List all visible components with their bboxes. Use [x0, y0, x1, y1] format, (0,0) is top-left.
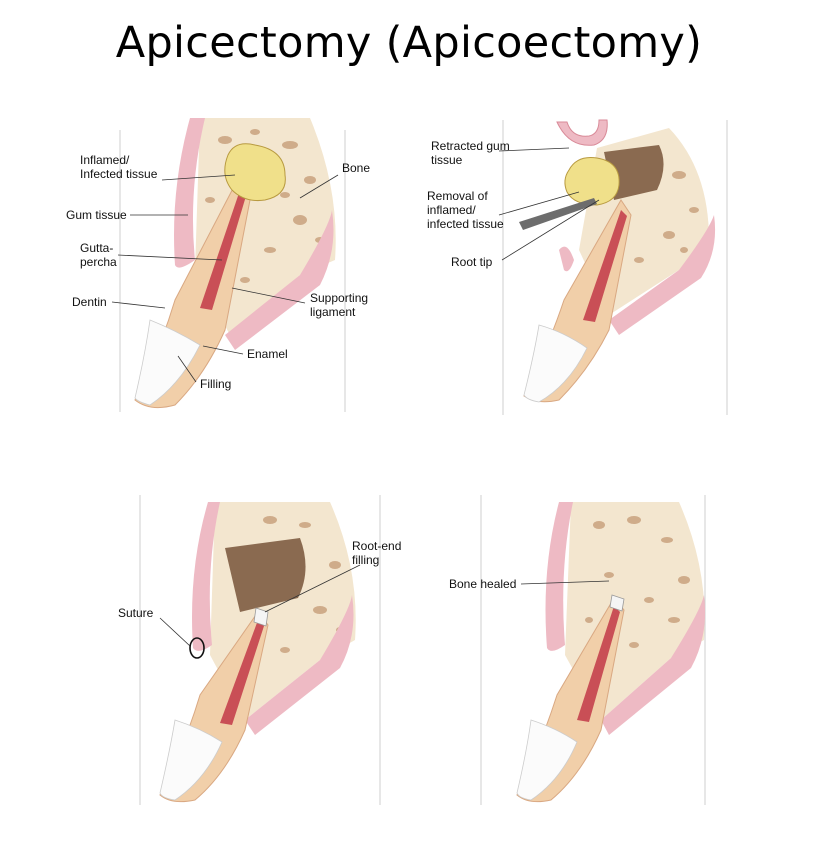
- gutta-percha: [577, 606, 620, 722]
- label-root-tip: Root tip: [451, 255, 493, 269]
- bone-cavity: [225, 538, 306, 612]
- gum-tissue-lower: [225, 210, 334, 350]
- gutta-percha: [200, 190, 246, 310]
- tooth-illustration-diagnosis: Inflamed/Infected tissue Bone Gum tissue…: [66, 118, 370, 412]
- gutta-percha: [583, 210, 627, 322]
- suture-loop: [189, 637, 205, 659]
- enamel: [134, 319, 201, 406]
- gum-tissue-lower: [245, 595, 354, 735]
- label-bone: Bone: [342, 161, 370, 175]
- root-end-filling: [253, 607, 269, 627]
- gum-tissue: [192, 502, 220, 651]
- label-gum-tissue: Gum tissue: [66, 208, 127, 222]
- root-end-filling: [609, 594, 625, 612]
- label-suture: Suture: [118, 606, 154, 620]
- label-bone-healed: Bone healed: [449, 577, 516, 591]
- bone-pores: [585, 516, 690, 648]
- gum-tissue: [545, 502, 573, 651]
- gum-tissue: [174, 118, 205, 268]
- infected-tissue: [564, 157, 620, 206]
- label-enamel: Enamel: [247, 347, 288, 361]
- gum-tissue-lower: [609, 215, 716, 335]
- surgical-instrument: [519, 198, 597, 230]
- label-gutta-percha: Gutta-percha: [80, 241, 117, 269]
- infected-tissue: [224, 143, 286, 201]
- label-dentin: Dentin: [72, 295, 107, 309]
- tooth-illustration-healed: Bone healed: [449, 495, 706, 805]
- enamel: [516, 719, 578, 801]
- enamel: [159, 719, 223, 801]
- panel-bone-healed: Bone healed: [409, 480, 818, 860]
- enamel: [523, 324, 588, 403]
- label-filling: Filling: [200, 377, 231, 391]
- retracted-gum-flap: [556, 119, 608, 146]
- panel-diagnosis: Inflamed/Infected tissue Bone Gum tissue…: [0, 100, 409, 480]
- page-title: Apicectomy (Apicoectomy): [115, 18, 703, 68]
- gutta-percha: [220, 620, 264, 725]
- label-inflamed: Inflamed/Infected tissue: [80, 153, 158, 181]
- gum-tissue-left: [559, 246, 574, 272]
- gum-tissue-lower: [601, 595, 706, 735]
